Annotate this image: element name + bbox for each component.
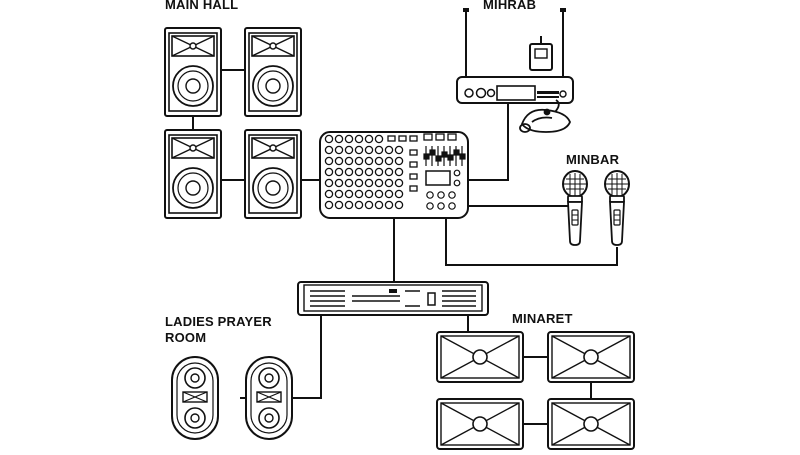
mixer-knob <box>384 200 394 210</box>
mixer-knob <box>324 156 334 166</box>
mixer-knob <box>334 200 344 210</box>
main-hall-label: MAIN HALL <box>165 0 239 12</box>
horn-speaker-icon <box>547 331 635 383</box>
mixer-knob <box>364 134 374 144</box>
minaret-label: MINARET <box>512 311 573 326</box>
mixer-knob <box>394 178 404 188</box>
ceiling-speaker-icon <box>245 356 293 440</box>
mixer-knob <box>374 134 384 144</box>
mihrab-label: MIHRAB <box>483 0 537 12</box>
mixer-knob <box>394 145 404 155</box>
mixer-knob <box>334 145 344 155</box>
mixer-knob <box>344 167 354 177</box>
handheld-mic-icon <box>562 170 588 246</box>
mixer-knob <box>364 156 374 166</box>
ceiling-speaker-icon <box>171 356 219 440</box>
horn-speaker-icon <box>436 398 524 450</box>
minbar-label: MINBAR <box>566 152 620 167</box>
connection-wires <box>192 69 618 425</box>
mixer-knob <box>394 200 404 210</box>
mixer-knob <box>374 167 384 177</box>
mixer-knob <box>344 156 354 166</box>
speaker-cabinet-icon <box>164 27 222 117</box>
mixer-knob <box>354 178 364 188</box>
power-amplifier-icon <box>297 281 489 316</box>
mixer-knob <box>374 200 384 210</box>
mixer-knob <box>354 189 364 199</box>
ladies-prayer-room-label-line2: ROOM <box>165 330 207 345</box>
mixer-knob <box>324 178 334 188</box>
horn-speaker-icon <box>436 331 524 383</box>
handheld-mic-icon <box>604 170 630 246</box>
mixer-knob <box>334 134 344 144</box>
mixer-knob <box>364 178 374 188</box>
headset-mic-icon <box>519 99 571 133</box>
mixer-knob <box>384 178 394 188</box>
mixer-knob <box>384 145 394 155</box>
mixer-knob <box>374 178 384 188</box>
mixer-knob <box>354 200 364 210</box>
mixer-knob <box>324 189 334 199</box>
mixer-knob <box>364 167 374 177</box>
mixer-knob <box>334 167 344 177</box>
speaker-cabinet-icon <box>244 129 302 219</box>
ladies-prayer-room-label-line1: LADIES PRAYER <box>165 314 272 329</box>
mixer-knob <box>384 156 394 166</box>
minaret-speaker-group <box>436 331 635 450</box>
mixer-knob <box>394 167 404 177</box>
mixer-knob <box>384 189 394 199</box>
mixer-knob <box>334 178 344 188</box>
mixer-knob <box>344 200 354 210</box>
mixer-knob <box>354 145 364 155</box>
speaker-cabinet-icon <box>244 27 302 117</box>
mixer-knob <box>394 156 404 166</box>
mixer-knob <box>344 134 354 144</box>
wireless-receiver-icon <box>456 8 574 104</box>
speaker-cabinet-icon <box>164 129 222 219</box>
mixer-knob <box>364 145 374 155</box>
mixer-knob <box>324 167 334 177</box>
mixer-knob <box>324 134 334 144</box>
mixer-knob <box>384 167 394 177</box>
mixer-knob <box>354 167 364 177</box>
mixer-knob <box>344 189 354 199</box>
mixer-knob <box>334 156 344 166</box>
mixer-knob <box>364 189 374 199</box>
main-hall-speaker-group <box>164 27 302 219</box>
mixer-knob <box>334 189 344 199</box>
horn-speaker-icon <box>547 398 635 450</box>
mixer-knob <box>374 145 384 155</box>
mixer-knob <box>344 145 354 155</box>
mixer-knob <box>354 156 364 166</box>
mixer-console-icon <box>319 131 469 219</box>
mixer-knob <box>354 134 364 144</box>
mixer-knob <box>344 178 354 188</box>
mixer-knob <box>374 189 384 199</box>
mixer-knob <box>374 156 384 166</box>
mixer-knob <box>324 145 334 155</box>
mixer-knob <box>324 200 334 210</box>
mixer-knob <box>394 189 404 199</box>
mixer-knob <box>364 200 374 210</box>
